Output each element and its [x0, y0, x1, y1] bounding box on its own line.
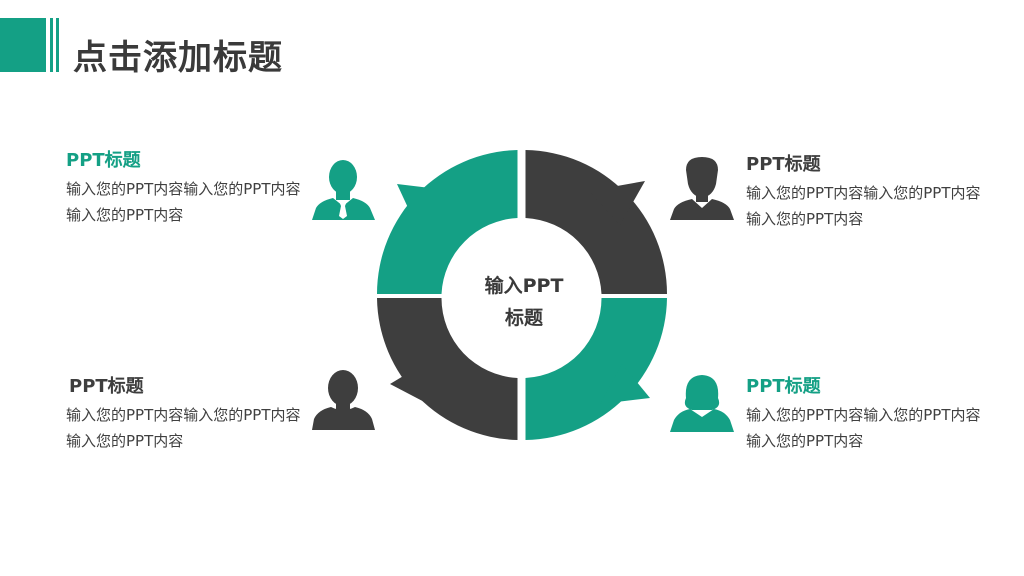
woman-icon	[670, 375, 734, 432]
arrow-pointer-bottom-left	[390, 363, 432, 406]
arrow-pointer-bottom-right	[600, 364, 650, 404]
block-heading[interactable]: PPT标题	[746, 154, 821, 175]
text-block-top-right: PPT标题 输入您的PPT内容输入您的PPT内容输入您的PPT内容	[746, 154, 986, 232]
ring-segment-bottom-right	[525, 298, 667, 440]
man-icon	[670, 157, 734, 220]
center-label: 输入PPT 标题	[472, 270, 576, 334]
page-title[interactable]: 点击添加标题	[73, 38, 283, 78]
block-body[interactable]: 输入您的PPT内容输入您的PPT内容输入您的PPT内容	[66, 406, 301, 450]
block-body[interactable]: 输入您的PPT内容输入您的PPT内容输入您的PPT内容	[746, 406, 981, 450]
person-icon	[312, 370, 375, 430]
arrow-pointer-top-right	[589, 181, 645, 225]
block-heading[interactable]: PPT标题	[69, 376, 144, 397]
text-block-bottom-right: PPT标题 输入您的PPT内容输入您的PPT内容输入您的PPT内容	[746, 376, 986, 454]
center-label-line2: 标题	[504, 307, 543, 329]
arrow-pointer-top-left	[397, 184, 447, 225]
block-body[interactable]: 输入您的PPT内容输入您的PPT内容输入您的PPT内容	[746, 184, 981, 228]
text-block-top-left: PPT标题 输入您的PPT内容输入您的PPT内容输入您的PPT内容	[66, 150, 306, 228]
text-block-bottom-left: PPT标题 输入您的PPT内容输入您的PPT内容输入您的PPT内容	[66, 376, 306, 454]
ring-segment-bottom-left	[377, 298, 518, 440]
title-accent-stripe	[50, 18, 53, 72]
block-heading[interactable]: PPT标题	[746, 376, 821, 397]
businessman-icon	[312, 160, 375, 220]
block-body[interactable]: 输入您的PPT内容输入您的PPT内容输入您的PPT内容	[66, 180, 301, 224]
ring-segment-top-right	[525, 150, 667, 294]
title-accent-stripe	[56, 18, 59, 72]
center-label-line1: 输入PPT	[484, 275, 564, 297]
ring-segment-top-left	[377, 150, 518, 294]
title-accent-block	[0, 18, 46, 72]
block-heading[interactable]: PPT标题	[66, 150, 141, 171]
